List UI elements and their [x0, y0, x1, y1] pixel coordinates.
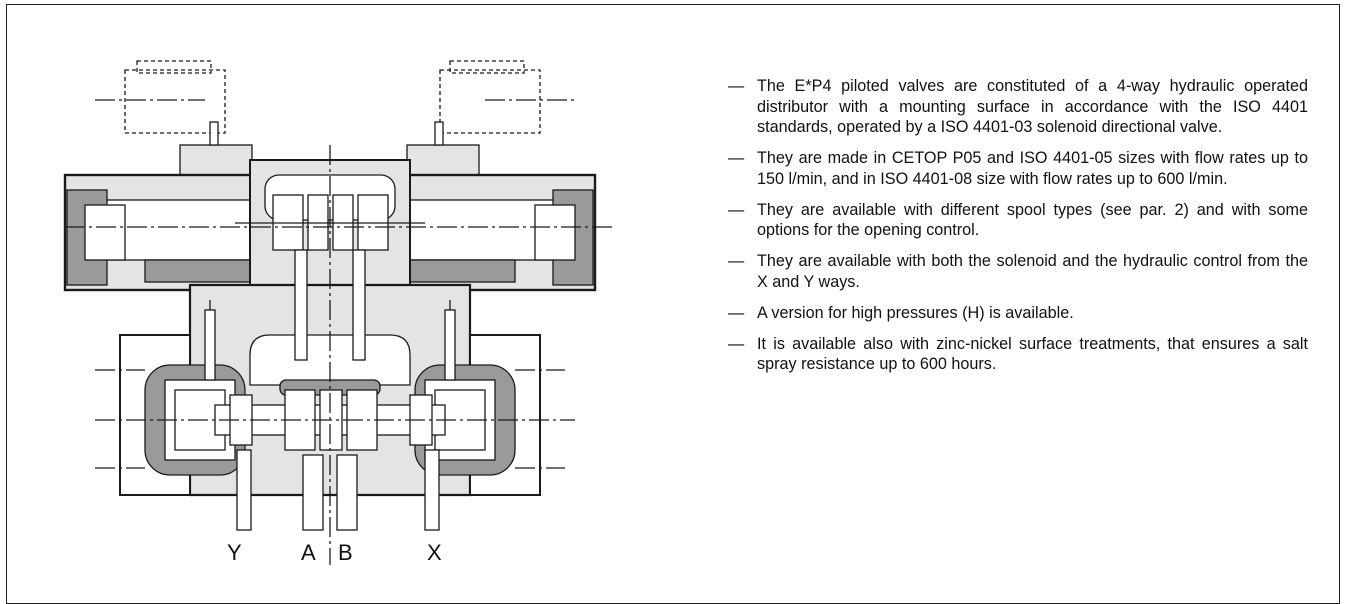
right-connector-outline [439, 60, 541, 134]
bullet-dash: — [728, 303, 745, 322]
description-item: — The E*P4 piloted valves are constituted… [728, 76, 1308, 138]
bullet-dash: — [728, 252, 745, 270]
description-item: — They are made in CETOP P05 and ISO 4401… [728, 148, 1308, 189]
valve-cross-section-drawing: Y A B X [63, 60, 615, 565]
port-label-y: Y [227, 540, 242, 565]
left-connector-outline [124, 60, 226, 134]
description-list: — The E*P4 piloted valves are constituted… [728, 76, 1308, 385]
description-item: — It is available also with zinc-nickel s… [728, 334, 1308, 375]
bullet-dash: — [728, 334, 745, 353]
description-item: — They are available with different spool… [728, 200, 1308, 241]
bullet-dash: — [728, 200, 745, 219]
description-text: The E*P4 piloted valves are constituted … [757, 77, 1308, 136]
bullet-dash: — [728, 77, 745, 95]
description-item: — A version for high pressures (H) is ava… [728, 303, 1308, 324]
description-item: — They are available with both the soleno… [728, 251, 1308, 292]
port-label-a: A [301, 540, 316, 565]
description-text: A version for high pressures (H) is avai… [757, 303, 1074, 322]
bullet-dash: — [728, 149, 745, 167]
description-text: They are available with both the solenoi… [757, 252, 1308, 291]
description-text: It is available also with zinc-nickel su… [757, 334, 1308, 374]
port-label-x: X [427, 540, 442, 565]
description-text: They are made in CETOP P05 and ISO 4401-… [757, 149, 1308, 188]
description-text: They are available with different spool … [757, 200, 1308, 240]
port-label-b: B [338, 540, 353, 565]
